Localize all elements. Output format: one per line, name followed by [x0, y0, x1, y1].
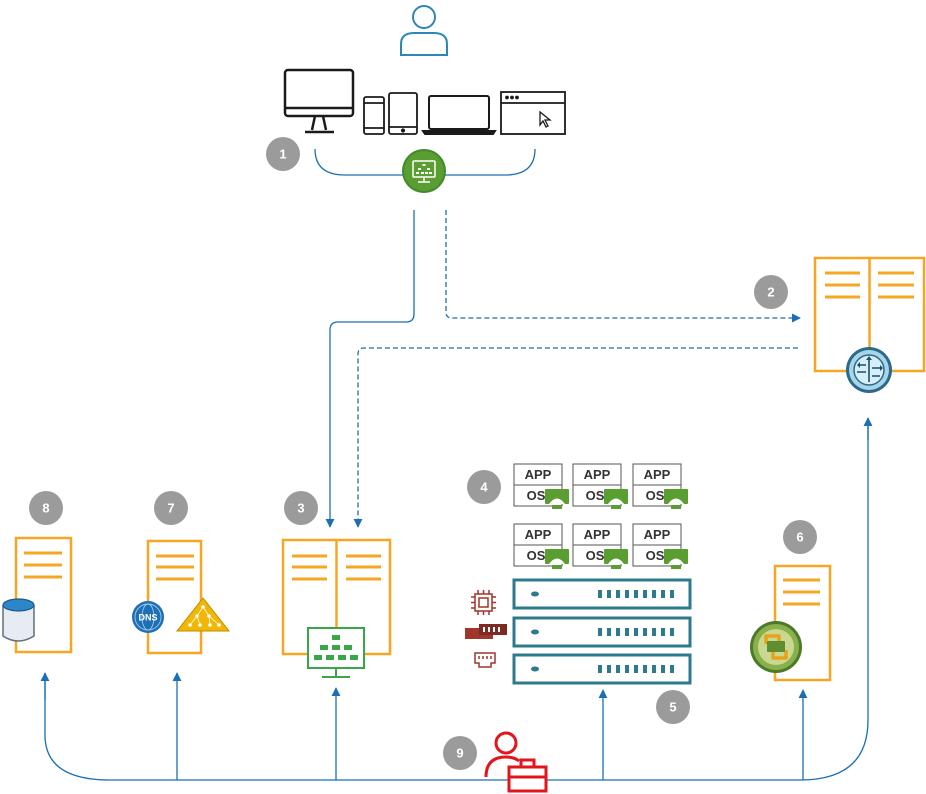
cpu-icon — [471, 590, 496, 615]
svg-text:1: 1 — [279, 147, 286, 162]
step-badge-5: 5 — [656, 690, 690, 724]
vm-6[interactable]: APP OS — [632, 523, 688, 569]
esxi-host-rack[interactable] — [512, 578, 692, 685]
user-icon — [400, 5, 448, 56]
horizon-agent-icon — [664, 549, 688, 569]
connection-lines — [40, 148, 873, 781]
vm-app-label: APP — [525, 527, 552, 542]
step-badge-1: 1 — [266, 137, 300, 171]
rack-unit-1 — [512, 578, 692, 610]
rack-unit-3 — [512, 653, 692, 685]
virtual-machines: APP OS APP OS APP OS — [513, 463, 688, 569]
vm-os-label: OS — [586, 548, 605, 563]
vm-os-label: OS — [527, 548, 546, 563]
client-to-uag-dashed-line — [445, 210, 801, 323]
management-bus-line — [44, 418, 869, 781]
client-to-connection-server-line — [325, 210, 415, 528]
database-icon — [2, 598, 35, 642]
vcenter-icon — [750, 621, 802, 673]
smartphone-icon — [363, 96, 385, 135]
network-port-icon — [474, 652, 496, 668]
dns-icon: DNS — [132, 601, 164, 633]
horizon-agent-icon — [604, 489, 628, 509]
svg-text:8: 8 — [42, 501, 49, 516]
step-badge-7: 7 — [154, 491, 188, 525]
rack-unit-2 — [512, 616, 692, 648]
step-badge-3: 3 — [284, 491, 318, 525]
svg-text:3: 3 — [297, 501, 304, 516]
dns-label: DNS — [138, 613, 157, 623]
step-badge-8: 8 — [29, 491, 63, 525]
vm-1[interactable]: APP OS — [513, 463, 569, 509]
horizon-client-icon[interactable] — [402, 149, 446, 193]
desktop-monitor-icon — [283, 68, 355, 134]
memory-icon — [465, 624, 507, 639]
vm-os-label: OS — [586, 488, 605, 503]
horizon-agent-icon — [604, 549, 628, 569]
connection-server-icon — [307, 627, 365, 678]
uag-to-connection-server-dashed-line — [353, 347, 798, 528]
laptop-icon — [421, 95, 497, 135]
vm-app-label: APP — [644, 467, 671, 482]
step-badge-2: 2 — [754, 275, 788, 309]
step-badge-6: 6 — [783, 520, 817, 554]
horizon-agent-icon — [545, 489, 569, 509]
step-badges: 1 2 3 4 5 6 7 8 — [29, 137, 817, 770]
active-directory-icon — [175, 597, 231, 632]
vm-app-label: APP — [584, 467, 611, 482]
vm-3[interactable]: APP OS — [632, 463, 688, 509]
dns-ad-server[interactable] — [146, 539, 203, 655]
svg-text:7: 7 — [167, 501, 174, 516]
vm-app-label: APP — [525, 467, 552, 482]
svg-text:6: 6 — [796, 530, 803, 545]
admin-toolbox-icon — [484, 731, 548, 793]
svg-text:5: 5 — [669, 700, 676, 715]
step-badge-4: 4 — [467, 470, 501, 504]
tablet-icon — [388, 92, 418, 135]
horizon-agent-icon — [664, 489, 688, 509]
svg-text:9: 9 — [456, 746, 463, 761]
unified-access-gateway-icon — [846, 347, 892, 393]
step-badge-9: 9 — [443, 736, 477, 770]
vm-os-label: OS — [646, 548, 665, 563]
svg-text:2: 2 — [767, 285, 774, 300]
horizon-agent-icon — [545, 549, 569, 569]
vm-os-label: OS — [527, 488, 546, 503]
vm-2[interactable]: APP OS — [572, 463, 628, 509]
vm-app-label: APP — [644, 527, 671, 542]
vm-4[interactable]: APP OS — [513, 523, 569, 569]
vm-os-label: OS — [646, 488, 665, 503]
browser-window-icon — [500, 91, 566, 135]
svg-text:4: 4 — [480, 480, 488, 495]
vm-app-label: APP — [584, 527, 611, 542]
vm-5[interactable]: APP OS — [572, 523, 628, 569]
